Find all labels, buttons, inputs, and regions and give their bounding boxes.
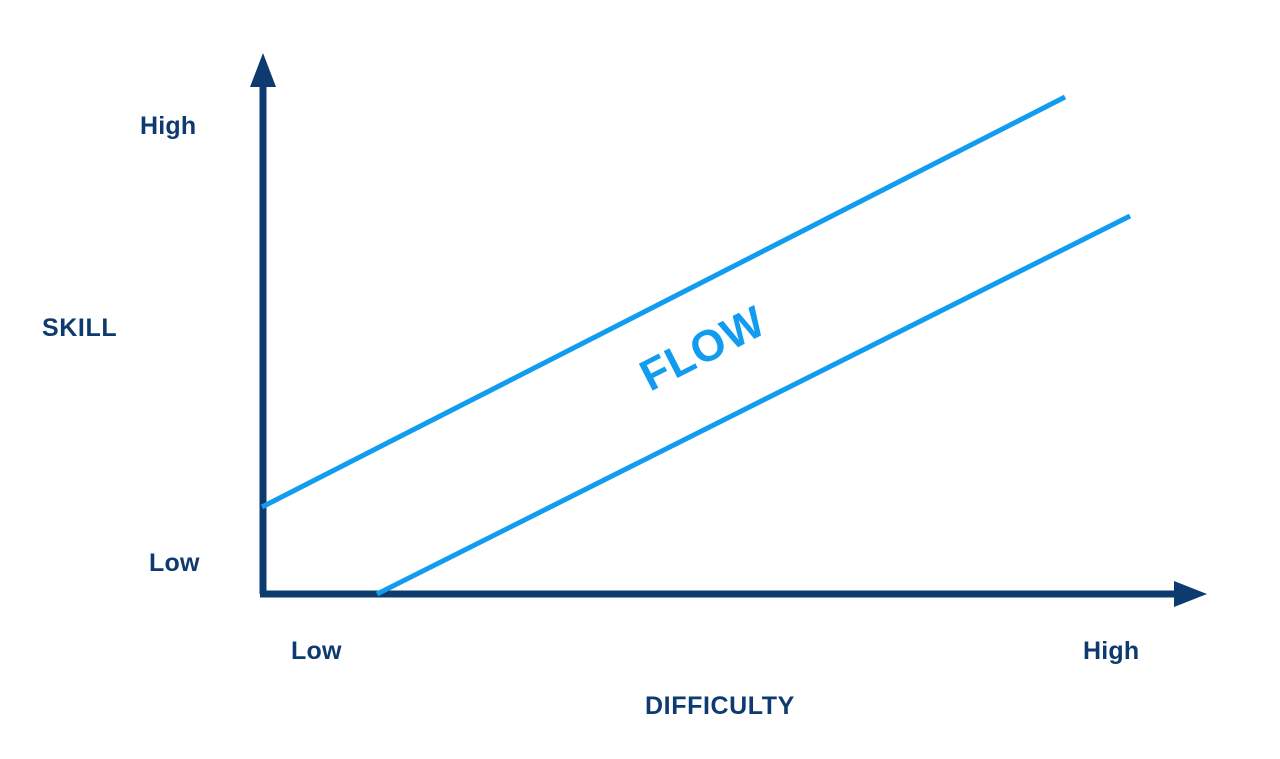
- arrow-right-icon: [1174, 581, 1207, 607]
- flow-band-label: FLOW: [632, 297, 773, 401]
- x-axis-title: DIFFICULTY: [645, 692, 795, 720]
- y-axis-low-label: Low: [149, 549, 200, 577]
- arrow-up-icon: [250, 53, 276, 87]
- flow-upper-boundary-line: [260, 94, 1067, 510]
- y-axis-high-label: High: [140, 112, 196, 140]
- flow-lower-boundary-line: [375, 213, 1132, 597]
- x-axis-high-label: High: [1083, 637, 1139, 665]
- x-axis-low-label: Low: [291, 637, 342, 665]
- y-axis-title: SKILL: [42, 314, 117, 342]
